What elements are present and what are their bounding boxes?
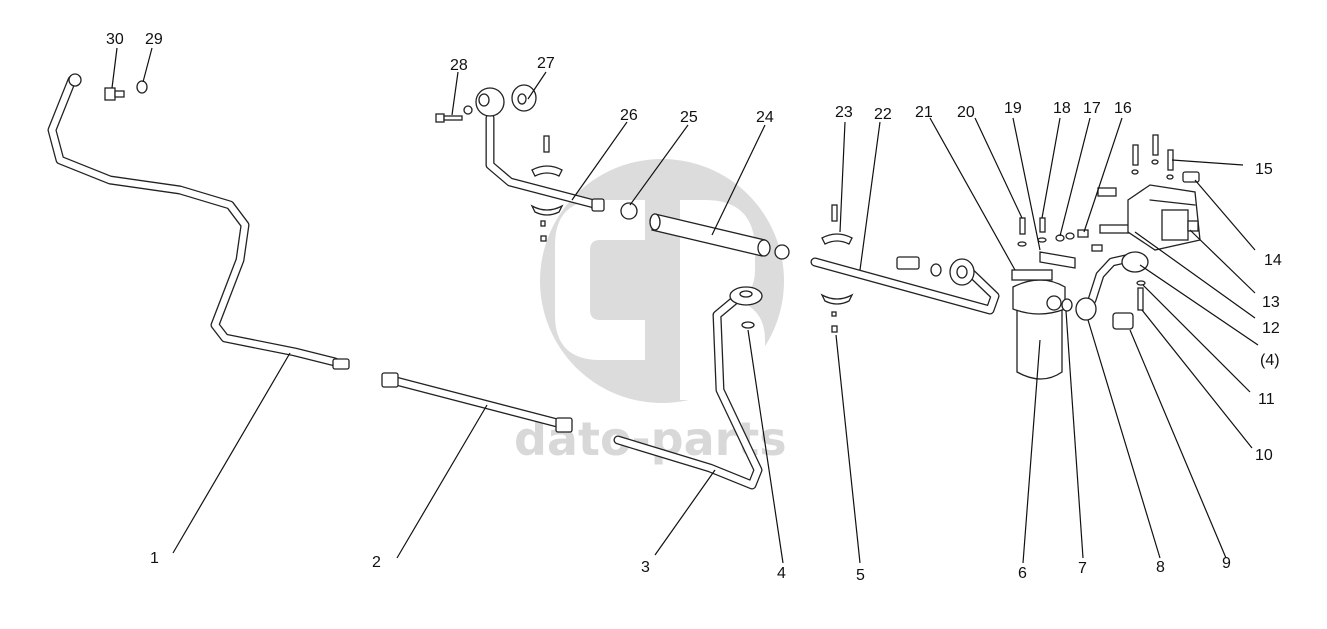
- callout-2: 2: [372, 554, 381, 571]
- callout-10: 10: [1255, 447, 1273, 464]
- part-15-bolts: [1131, 134, 1174, 180]
- part-3-pipe: [613, 286, 763, 490]
- part-5-clamp: [820, 293, 854, 333]
- clamp-set-left: [530, 135, 564, 242]
- callout-29: 29: [145, 31, 163, 48]
- part-25-clip: [620, 202, 638, 220]
- part-6-filter: [1011, 269, 1066, 380]
- callout-13: 13: [1262, 294, 1280, 311]
- callout-16: 16: [1114, 100, 1132, 117]
- callout-28: 28: [450, 57, 468, 74]
- callout-27: 27: [537, 55, 555, 72]
- part-23-clamp: [821, 204, 853, 245]
- part-13-housing: [1097, 184, 1201, 251]
- callout-24: 24: [756, 109, 774, 126]
- callout-12: 12: [1262, 320, 1280, 337]
- part-11-washer: [1136, 280, 1146, 286]
- part-24-tube: [649, 213, 790, 260]
- callout-22: 22: [874, 106, 892, 123]
- part-8-pipe: [1075, 251, 1149, 321]
- part-4-washer: [741, 321, 755, 329]
- callout-25: 25: [680, 109, 698, 126]
- callout-26: 26: [620, 107, 638, 124]
- callout-5: 5: [856, 567, 865, 584]
- callout-21: 21: [915, 104, 933, 121]
- callout-19: 19: [1004, 100, 1022, 117]
- part-22-pipe: [810, 256, 1000, 315]
- part-21-bracket: [1039, 251, 1076, 269]
- leader-lines: [111, 47, 1259, 564]
- callout-23: 23: [835, 104, 853, 121]
- callout-30: 30: [106, 31, 124, 48]
- part-1-pipe: [47, 73, 350, 370]
- callouts: 1 2 3 4 5 6 7 8 9 10 11 12 (4) 13 14 15 …: [106, 31, 1282, 584]
- part-9-plug: [1112, 312, 1134, 330]
- part-14-bolt: [1182, 171, 1200, 183]
- part-7-washer: [1061, 298, 1073, 312]
- part-26-pipe: [475, 87, 605, 212]
- callout-11: 11: [1258, 391, 1275, 408]
- part-29-washer: [136, 80, 148, 94]
- callout-3: 3: [641, 559, 650, 576]
- callout-8: 8: [1156, 559, 1165, 576]
- part-10-bolt: [1137, 287, 1144, 311]
- callout-1: 1: [150, 550, 159, 567]
- callout-4: 4: [777, 565, 786, 582]
- callout-20: 20: [957, 104, 975, 121]
- part-2-pipe: [381, 372, 573, 433]
- callout-6: 6: [1018, 565, 1027, 582]
- callout-18: 18: [1053, 100, 1071, 117]
- part-30-bolt: [104, 87, 125, 101]
- callout-15: 15: [1255, 161, 1273, 178]
- callout-17: 17: [1083, 100, 1101, 117]
- part-28-bolt: [435, 105, 473, 123]
- part-27-flange: [511, 84, 537, 112]
- callout-14: 14: [1264, 252, 1282, 269]
- parts-16-20-fasteners: [1017, 217, 1136, 252]
- callout-7: 7: [1078, 560, 1087, 577]
- callout-9: 9: [1222, 555, 1231, 572]
- callout-4-qty: (4): [1260, 352, 1280, 369]
